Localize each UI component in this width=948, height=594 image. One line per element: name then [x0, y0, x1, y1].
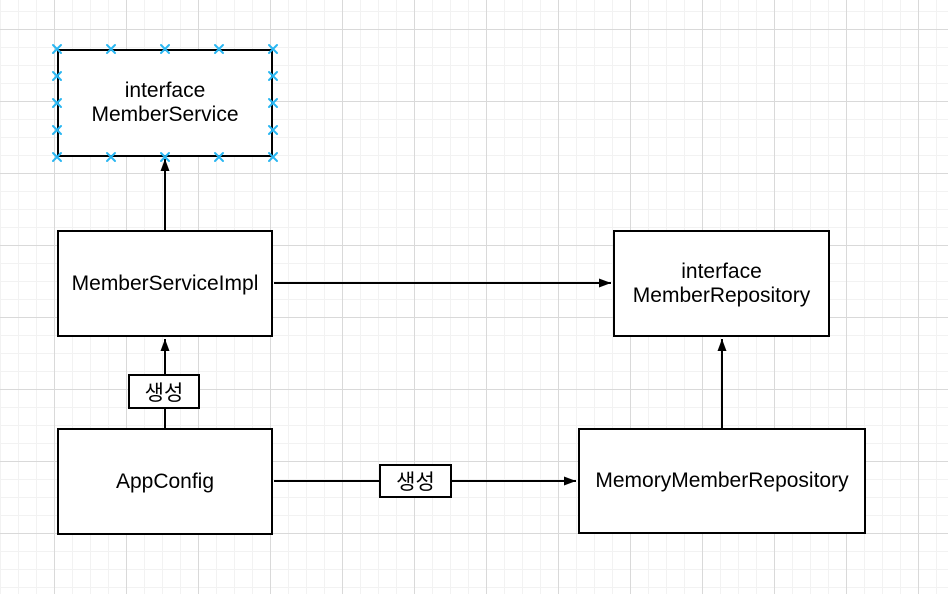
node-interface-member-service[interactable]: interface MemberService: [57, 49, 273, 157]
node-label: MemoryMemberRepository: [595, 469, 849, 493]
node-interface-member-repository[interactable]: interface MemberRepository: [613, 230, 830, 337]
node-label: AppConfig: [115, 469, 215, 493]
edge-label-create-impl[interactable]: 생성: [128, 374, 200, 409]
edge-label-text: 생성: [144, 381, 184, 405]
node-app-config[interactable]: AppConfig: [57, 428, 273, 535]
node-member-service-impl[interactable]: MemberServiceImpl: [57, 230, 273, 337]
node-label: interface MemberRepository: [632, 259, 811, 307]
node-label: interface MemberService: [91, 79, 239, 126]
node-label: MemberServiceImpl: [71, 271, 259, 295]
edge-label-create-memory-repo[interactable]: 생성: [379, 464, 452, 498]
edge-label-text: 생성: [396, 471, 435, 494]
node-memory-member-repository[interactable]: MemoryMemberRepository: [578, 428, 866, 534]
